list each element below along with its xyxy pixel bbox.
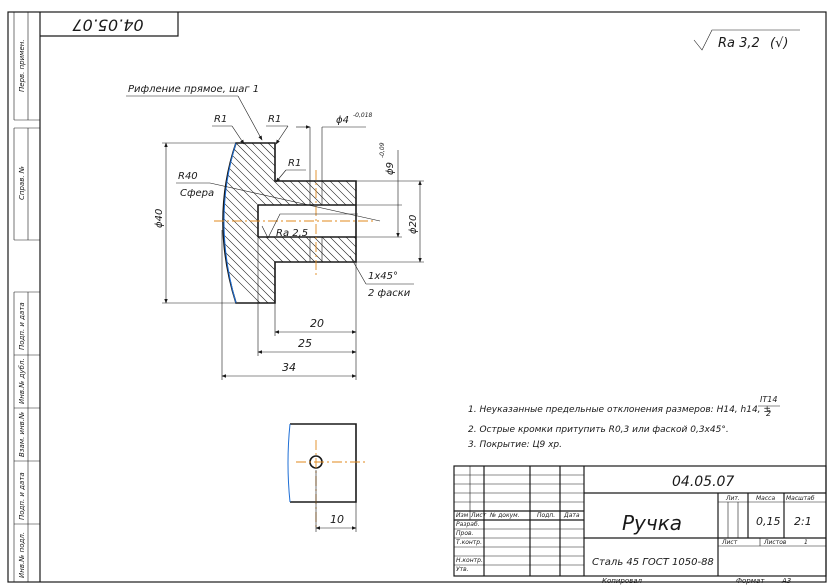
roughness-value: Ra 3,2 [718,36,760,51]
row-razrab: Разраб. [456,521,480,528]
sprav-no-label: Справ. № [18,166,26,200]
r40-label: R40 [178,171,198,182]
massa-value: 0,15 [756,515,781,528]
col-izm: Изм [456,512,469,519]
perv-primen-label: Перв. примен. [18,39,26,92]
list-label: Лист [721,539,738,546]
massa-label: Масса [756,495,775,502]
dim-phi4-tolerance: -0,018 [353,112,373,119]
technical-notes: 1. Неуказанные предельные отклонения раз… [468,395,780,450]
inv-podl-label: Инв.№ подл. [18,532,26,578]
col-doc: № докум. [489,512,520,519]
col-data: Дата [563,512,580,519]
chamfer-label: 1x45° [368,271,398,282]
row-utv: Утв. [456,566,469,573]
podp-data-label-1: Подп. и дата [18,302,26,350]
side-strip: Перв. примен. Справ. № Подп. и дата Инв.… [13,12,40,582]
listov-value: 1 [804,539,808,546]
note-1-fraction-num: IT14 [760,395,777,404]
r1-label-inner: R1 [288,158,301,169]
row-prov: Пров. [456,530,474,537]
side-view: 10 [287,423,366,532]
sphere-label: Сфера [180,188,214,199]
note-3: 3. Покрытие: Ц9 хр. [468,440,562,450]
material: Сталь 45 ГОСТ 1050-88 [592,557,714,568]
dim-20: 20 [310,317,324,330]
dim-34: 34 [282,361,296,374]
masshtab-value: 2:1 [794,515,812,528]
dim-phi20: ϕ20 [408,215,419,234]
roughness-suffix: (√) [770,36,788,51]
main-view: ϕ40 ϕ20 ϕ9 -0,09 ϕ4 -0,018 20 25 34 Риф [126,84,424,380]
chamfer-note: 2 фаски [368,288,411,299]
dim-phi40: ϕ40 [154,209,165,228]
designation: 04.05.07 [672,474,734,490]
dim-phi4: ϕ4 [336,115,349,126]
format-label: Формат [736,577,765,585]
handle-outline [222,142,357,304]
inv-dubl-label: Инв.№ дубл. [18,358,26,404]
row-tkontr: Т.контр. [456,539,482,546]
dim-10: 10 [330,513,344,526]
vzam-inv-label: Взам. инв.№ [18,412,26,457]
note-1-fraction-den: 2 [766,409,771,418]
dim-25: 25 [298,337,312,350]
masshtab-label: Масштаб [786,495,815,502]
outer-frame [7,11,827,583]
part-name: Ручка [622,511,682,535]
sphere-contour [223,142,237,304]
bottom-strip: Копировал Формат A3 [602,577,791,585]
dim-phi9-tolerance: -0,09 [379,142,386,158]
format-value: A3 [781,577,791,585]
ra25-label: Ra 2,5 [276,228,308,239]
knurling-note: Рифление прямое, шаг 1 [128,84,259,95]
col-podp: Подп. [537,512,555,519]
lit-label: Лит. [725,495,740,502]
listov-label: Листов [763,539,787,546]
kopiroval-label: Копировал [602,577,643,585]
col-list: Лист [470,512,487,519]
podp-data-label-2: Подп. и дата [18,472,26,520]
dim-phi9: ϕ9 [385,162,396,175]
stamp-number: 04.05.07 [72,16,144,35]
r1-label-left: R1 [214,114,227,125]
r1-label-right: R1 [268,114,281,125]
row-nkontr: Н.контр. [456,557,483,564]
title-block: Изм Лист № докум. Подп. Дата Разраб. Про… [453,465,827,577]
note-1: 1. Неуказанные предельные отклонения раз… [468,405,771,415]
top-stamp: 04.05.07 [40,12,179,37]
note-2: 2. Острые кромки притупить R0,3 или фаск… [468,425,729,435]
roughness-general: Ra 3,2 (√) [693,29,800,51]
